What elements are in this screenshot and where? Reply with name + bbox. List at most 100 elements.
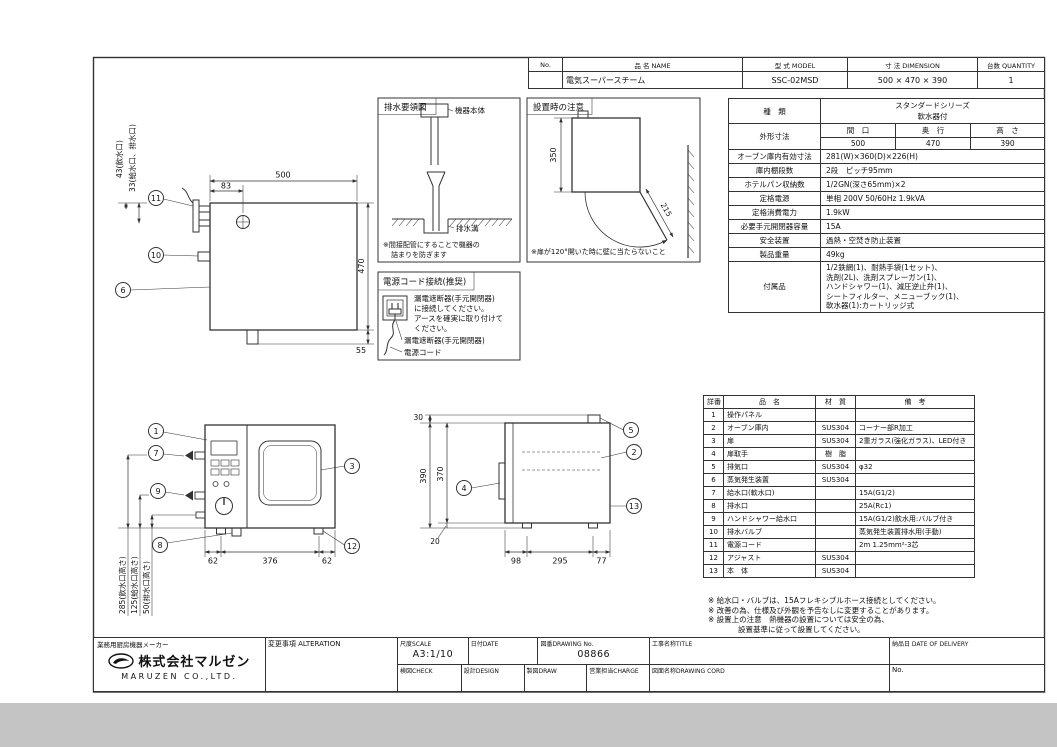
outer-val-width: 500 (820, 137, 896, 150)
table-cell: 給水口(軟水口) (723, 486, 816, 500)
callout-exhaust: 5 (623, 422, 639, 438)
table-cell: 25A(Rc1) (855, 499, 975, 513)
shower-inlet-fitting (194, 491, 206, 500)
supply-height-label: 125(給水口高さ) (129, 556, 139, 614)
text-line: シートフィルター、メニューブック(1)、 (826, 291, 964, 301)
table-cell: 蒸気発生装置排水用(手動) (855, 525, 975, 539)
table-cell: オーブン庫内 (723, 421, 816, 435)
table-cell (815, 486, 856, 500)
callout-number: 2 (631, 448, 636, 457)
date-cell: 日付DATE (467, 638, 538, 664)
machine-body-label: 機器本体 (455, 105, 485, 115)
spec-value: 過熱・空焚き防止装置 (820, 233, 1045, 248)
table-row: 安全装置過熱・空焚き防止装置 (728, 233, 1045, 248)
dim-20-label: 20 (430, 537, 440, 546)
table-row: 定格電源単相 200V 50/60Hz 1.9kVA (728, 191, 1045, 206)
table-cell: φ32 (855, 460, 975, 474)
table-cell: 樹 脂 (815, 447, 856, 461)
table-cell: ハンドシャワー給水口 (723, 512, 816, 526)
table-cell: SUS304 (815, 564, 856, 578)
drink-height-label: 285(飲水口高さ) (117, 556, 127, 614)
callout-number: 1 (153, 427, 158, 436)
maruzen-logo (108, 652, 135, 669)
callout-number: 11 (151, 194, 161, 203)
table-cell: 5 (703, 460, 724, 474)
delivery-block: 納品日 DATE OF DELIVERY No. (889, 638, 1044, 691)
plug-prongs-icon (391, 303, 399, 309)
table-cell: アジャスト (723, 551, 816, 565)
scale-cell: 尺度SCALE A3:1/10 (398, 638, 468, 664)
power-cord-squiggle (181, 187, 194, 204)
charge-cell: 営業担当CHARGE (586, 665, 649, 691)
callout-number: 12 (347, 542, 357, 551)
outer-col-width: 間 口 (820, 123, 896, 138)
supply-drain-port-dim-label: 33(給水口、排水口) (127, 124, 137, 192)
draw-label: 製図DRAW (526, 668, 557, 675)
dim-offset-label: 83 (221, 182, 231, 191)
power-note-line4: ください。 (414, 324, 452, 333)
table-cell (855, 564, 975, 578)
spec-label: 定格電源 (728, 191, 821, 206)
side-view-callout-leaders (471, 417, 627, 507)
left-foot (216, 527, 226, 535)
table-cell: SUS304 (815, 473, 856, 487)
outer-val-depth: 470 (895, 137, 971, 150)
text-line: 1/2鉄網(1)、耐熱手袋(1セット)、 (826, 263, 942, 272)
callout-steam-generator: 6 (115, 282, 131, 298)
table-header-row: No. 品 名 NAME 型 式 MODEL 寸 法 DIMENSION 台数 … (528, 57, 1045, 72)
drink-port-dim-label: 43(飲水口) (114, 140, 124, 178)
dim-376-label: 376 (262, 557, 277, 566)
text-line: 洗剤(2L)、洗剤スプレーガン(1)、 (826, 272, 942, 282)
breaker-label: 漏電遮断器(手元開閉器) (404, 335, 485, 345)
table-cell (815, 538, 856, 552)
spec-value: 49kg (820, 247, 1045, 262)
text-line: 設置基準に従って設置してください。 (708, 624, 865, 634)
drawing-no-label: 図番DRAWING No. (540, 641, 594, 648)
callout-door: 3 (344, 458, 360, 474)
open-door-line (639, 191, 668, 241)
table-cell: 4 (703, 447, 724, 461)
table-cell: コーナー部R加工 (855, 421, 975, 435)
dim-30-label: 30 (413, 413, 423, 422)
spec-label-outer-dim: 外形寸法 (728, 123, 821, 150)
delivery-no-cell: No. (890, 665, 1044, 691)
table-cell: 8 (703, 499, 724, 513)
table-cell (855, 551, 975, 565)
drain-note-line1: ※間接配管にすることで機器の (383, 240, 480, 249)
table-cell (815, 499, 856, 513)
install-caution-diagram: 設置時の注意 350 215 ※扉が120°開いた時に壁に当たらないこと (526, 97, 701, 263)
drain-diagram: 排水要領図 機器本体 排水溝 ※間接配管にすることで機器の 詰まりを防ぎます (377, 97, 521, 263)
callout-water-inlet: 7 (148, 445, 164, 461)
table-cell: 蒸気発生装置 (723, 473, 816, 487)
table-row: 外形寸法 間 口 奥 行 高 さ (728, 123, 1045, 150)
text-line: ※ 改善の為、仕様及び外観を予告なしに変更することがあります。 (708, 605, 934, 615)
alteration-label: 変更事項 ALTERATION (267, 640, 341, 648)
spec-table: 種 類 スタンダードシリーズ 軟水器付 外形寸法 間 口 奥 行 高 さ 500… (728, 98, 1045, 313)
drain-ditch-label: 排水溝 (456, 223, 479, 233)
power-note-line3: アースを確実に取り付けて (414, 313, 503, 323)
spec-value-kind: スタンダードシリーズ 軟水器付 (820, 98, 1045, 124)
table-cell: 7 (703, 486, 724, 500)
spec-label: 製品重量 (728, 247, 821, 262)
col-remarks: 備 考 (855, 395, 975, 409)
callout-number: 6 (120, 286, 125, 295)
design-label: 設計DESIGN (463, 668, 499, 675)
col-part-name: 品 名 (723, 395, 816, 409)
drain-stub (231, 527, 242, 537)
col-dimension: 寸 法 DIMENSION (847, 57, 978, 72)
spec-label: 定格消費電力 (728, 205, 821, 220)
power-connection-title: 電源コード接続(推奨) (383, 277, 466, 288)
table-cell: 2m 1.25mm²-3芯 (855, 538, 975, 552)
design-cell: 設計DESIGN (460, 665, 524, 691)
table-header-row: 詳番 品 名 材 質 備 考 (703, 395, 975, 409)
control-buttons (210, 459, 240, 476)
power-note-line1: 漏電遮断器(手元開閉器) (414, 293, 495, 303)
callout-panel: 1 (148, 423, 164, 439)
